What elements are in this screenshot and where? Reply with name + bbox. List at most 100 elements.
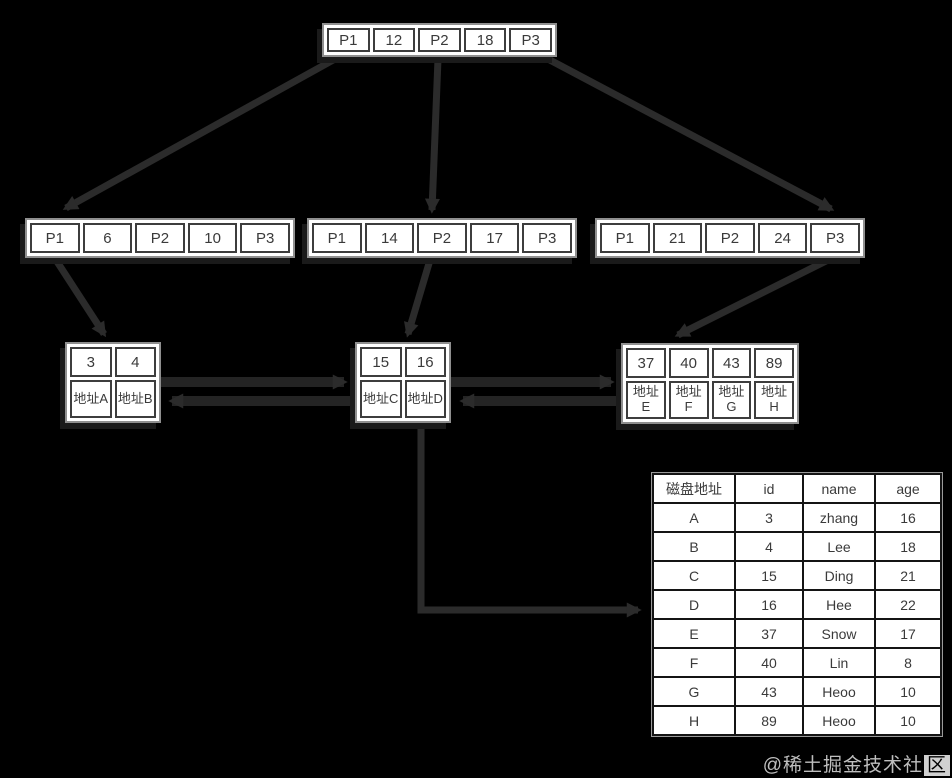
arrow-leaf-middle-to-table: [417, 420, 642, 618]
table-cell: 37: [734, 618, 804, 649]
arrow-internal-left-to-leaf-left: [53, 258, 107, 338]
table-row: E 37 Snow 17: [652, 618, 942, 649]
node-cell: P2: [418, 28, 461, 52]
table-cell: Lee: [802, 531, 876, 562]
arrow-root-to-internal-middle: [424, 58, 442, 214]
leaf-key-cell: 37: [626, 348, 666, 378]
table-cell: 17: [874, 618, 942, 649]
node-cell: 12: [372, 28, 416, 52]
watermark-boxed-char: 区: [923, 755, 950, 776]
column-header: name: [802, 473, 876, 504]
node-cell: P1: [600, 223, 650, 253]
internal-node-right: P1 21 P2 24 P3: [595, 218, 865, 258]
node-cell: 18: [463, 28, 507, 52]
table-cell: Heoo: [802, 676, 876, 707]
table-cell: G: [652, 676, 736, 707]
table-cell: Hee: [802, 589, 876, 620]
table-header-row: 磁盘地址 id name age: [652, 473, 942, 504]
leaf-address-cell: 地址E: [626, 381, 666, 419]
table-cell: Heoo: [802, 705, 876, 736]
node-cell: P3: [522, 223, 572, 253]
table-row: H 89 Heoo 10: [652, 705, 942, 736]
table-cell: 10: [874, 705, 942, 736]
table-cell: 89: [734, 705, 804, 736]
table-cell: B: [652, 531, 736, 562]
watermark: @稀土掘金技术社区: [763, 750, 950, 777]
leaf-address-cell: 地址D: [404, 380, 446, 418]
table-row: G 43 Heoo 10: [652, 676, 942, 707]
arrow-root-to-internal-left: [62, 55, 337, 212]
leaf-address-cell: 地址F: [668, 381, 709, 419]
table-cell: 8: [874, 647, 942, 678]
table-row: D 16 Hee 22: [652, 589, 942, 620]
node-cell: P3: [810, 223, 860, 253]
node-cell: 17: [469, 223, 520, 253]
table-cell: E: [652, 618, 736, 649]
node-cell: P1: [327, 28, 370, 52]
table-cell: 16: [874, 502, 942, 533]
node-cell: P3: [240, 223, 290, 253]
node-cell: P3: [509, 28, 552, 52]
table-cell: 15: [734, 560, 804, 591]
table-cell: D: [652, 589, 736, 620]
leaf-key-cell: 89: [754, 348, 794, 378]
table-cell: 10: [874, 676, 942, 707]
table-cell: 3: [734, 502, 804, 533]
node-cell: 10: [187, 223, 238, 253]
column-header: 磁盘地址: [652, 473, 736, 504]
leaf-address-cell: 地址G: [711, 381, 752, 419]
table-cell: Ding: [802, 560, 876, 591]
table-row: A 3 zhang 16: [652, 502, 942, 533]
arrow-internal-middle-to-leaf-middle: [404, 259, 434, 338]
node-cell: 14: [364, 223, 415, 253]
leaf-node-middle: 15 16 地址C 地址D: [355, 342, 451, 423]
leaf-key-cell: 16: [404, 347, 446, 377]
node-cell: P2: [417, 223, 467, 253]
leaf-node-left: 3 4 地址A 地址B: [65, 342, 161, 423]
table-cell: 40: [734, 647, 804, 678]
table-cell: 18: [874, 531, 942, 562]
table-cell: Lin: [802, 647, 876, 678]
node-cell: 21: [652, 223, 703, 253]
table-cell: 16: [734, 589, 804, 620]
column-header: age: [874, 473, 942, 504]
table-row: C 15 Ding 21: [652, 560, 942, 591]
node-cell: 24: [757, 223, 808, 253]
leaf-key-cell: 3: [70, 347, 112, 377]
table-cell: A: [652, 502, 736, 533]
internal-node-left: P1 6 P2 10 P3: [25, 218, 295, 258]
leaf-key-cell: 43: [711, 348, 752, 378]
table-cell: F: [652, 647, 736, 678]
leaf-node-right: 37 40 43 89 地址E 地址F 地址G 地址H: [621, 343, 799, 424]
node-cell: P2: [705, 223, 755, 253]
node-cell: P2: [135, 223, 185, 253]
leaf-address-cell: 地址A: [70, 380, 112, 418]
table-cell: 4: [734, 531, 804, 562]
leaf-address-cell: 地址B: [114, 380, 156, 418]
watermark-text: @稀土掘金技术社: [762, 755, 923, 776]
leaf-key-cell: 15: [360, 347, 402, 377]
leaf-address-cell: 地址C: [360, 380, 402, 418]
node-cell: P1: [312, 223, 362, 253]
node-cell: P1: [30, 223, 80, 253]
root-node: P1 12 P2 18 P3: [322, 23, 557, 57]
arrow-root-to-internal-right: [546, 55, 835, 213]
table-cell: 21: [874, 560, 942, 591]
leaf-key-cell: 40: [668, 348, 709, 378]
internal-node-middle: P1 14 P2 17 P3: [307, 218, 577, 258]
table-row: F 40 Lin 8: [652, 647, 942, 678]
node-cell: 6: [82, 223, 133, 253]
table-cell: Snow: [802, 618, 876, 649]
disk-data-table: 磁盘地址 id name age A 3 zhang 16 B 4 Lee 18…: [651, 472, 943, 737]
column-header: id: [734, 473, 804, 504]
table-cell: zhang: [802, 502, 876, 533]
leaf-address-cell: 地址H: [754, 381, 794, 419]
table-cell: H: [652, 705, 736, 736]
arrow-internal-right-to-leaf-right: [674, 256, 830, 339]
table-row: B 4 Lee 18: [652, 531, 942, 562]
table-cell: 43: [734, 676, 804, 707]
leaf-key-cell: 4: [114, 347, 156, 377]
table-cell: C: [652, 560, 736, 591]
